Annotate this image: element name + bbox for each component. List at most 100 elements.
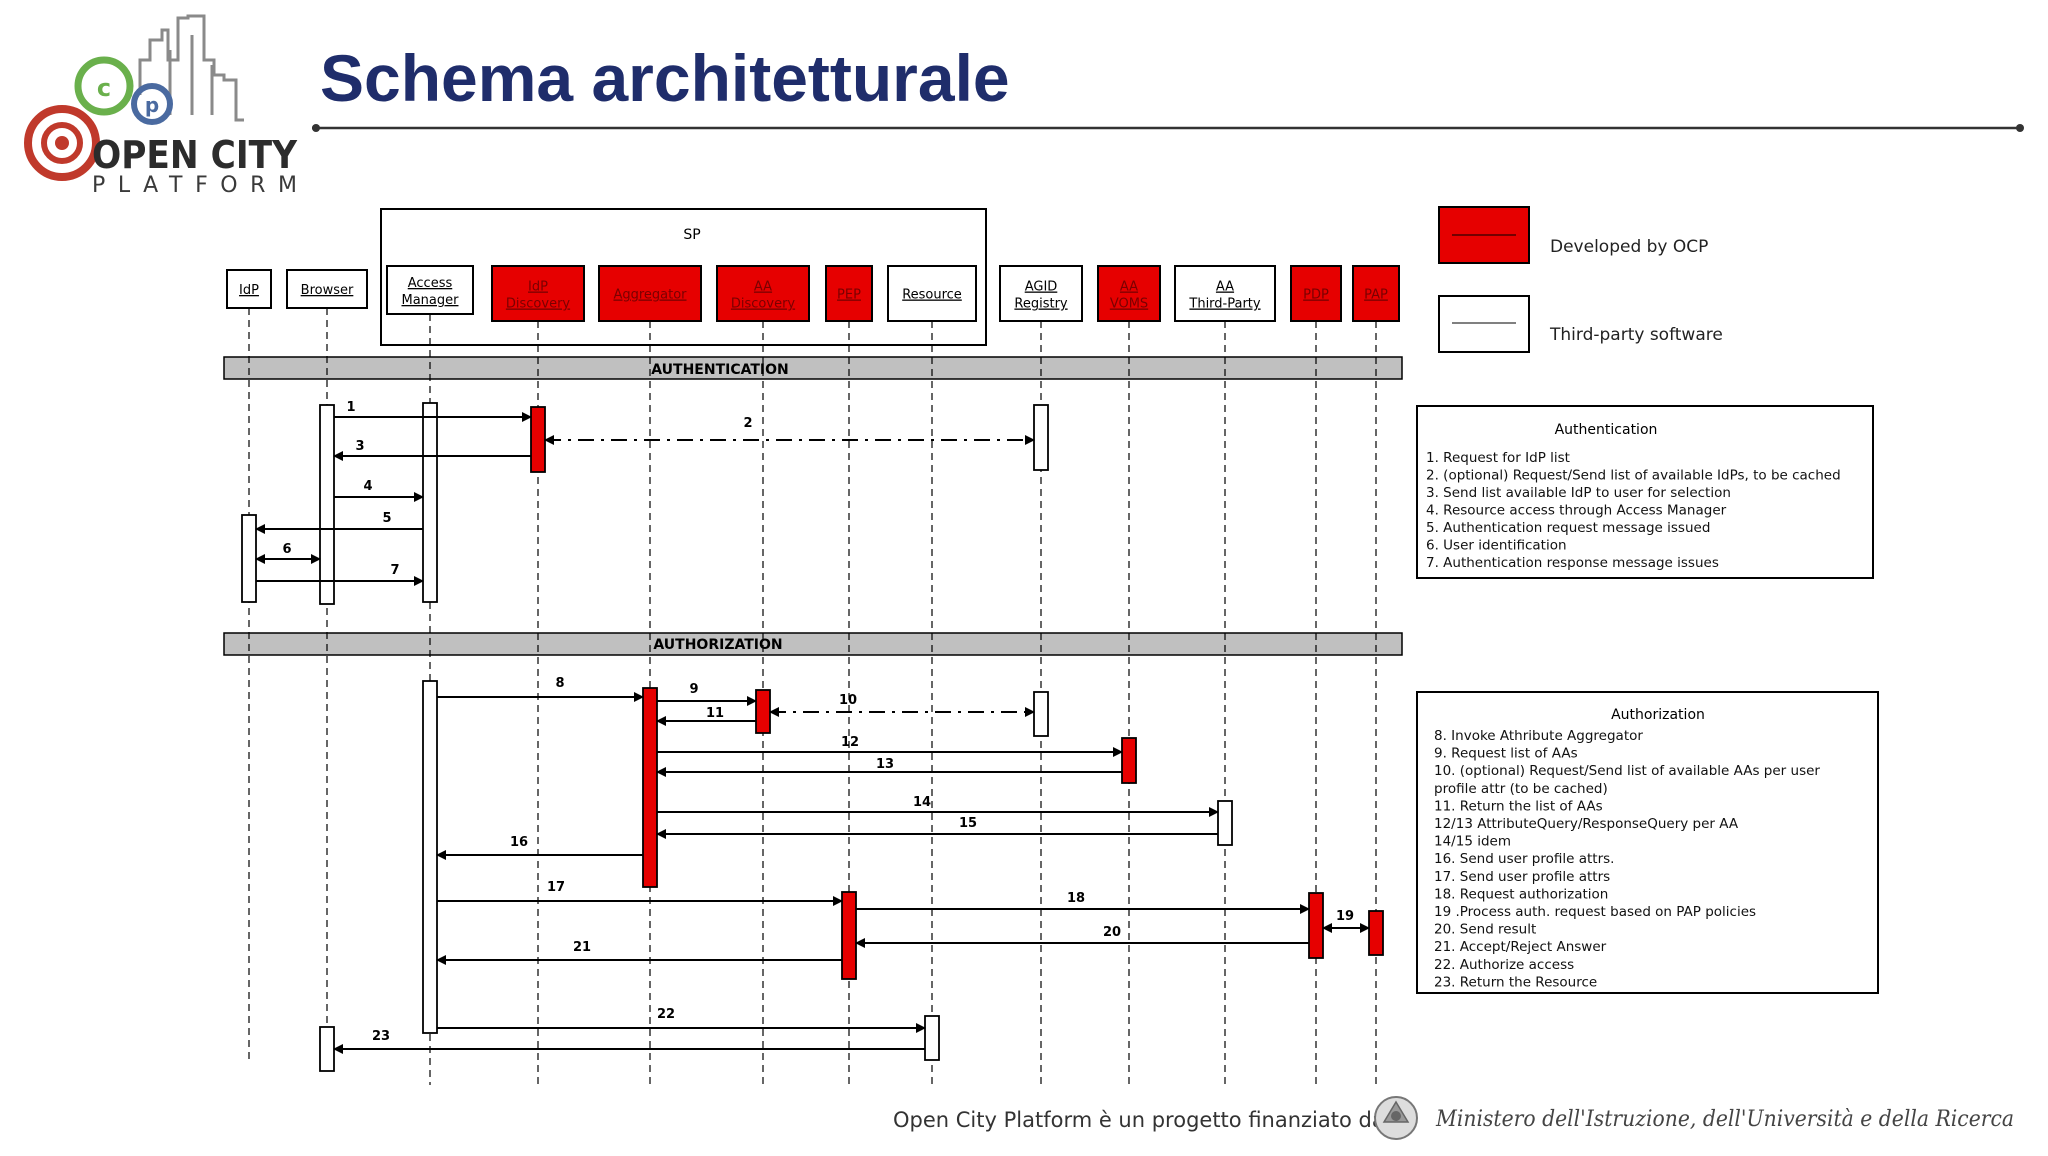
authentication-band-label: AUTHENTICATION [651, 362, 788, 378]
message-number: 11 [706, 706, 724, 721]
svg-text:p: p [145, 93, 159, 117]
message-1: 1 [334, 400, 532, 422]
participant-aa-third-party: AA Third-Party [1174, 265, 1276, 322]
participant-label: Manager [402, 293, 460, 308]
message-5: 5 [255, 511, 423, 534]
message-number: 13 [876, 757, 894, 772]
step-line: 21. Accept/Reject Answer [1434, 939, 1607, 955]
participant-label: AA [754, 280, 772, 295]
message-9: 9 [657, 682, 757, 706]
step-line: 18. Request authorization [1434, 886, 1608, 902]
message-18: 18 [856, 891, 1310, 914]
participant-label: AA [1216, 280, 1234, 295]
ministry-signature: Ministero dell'Istruzione, dell'Universi… [1435, 1107, 2014, 1132]
participant-pap: PAP [1352, 265, 1400, 322]
step-line: 12/13 AttributeQuery/ResponseQuery per A… [1434, 816, 1739, 832]
message-number: 9 [689, 682, 698, 697]
participant-label: PAP [1364, 288, 1388, 303]
logo-brand-text: OPEN CITY [92, 133, 297, 177]
message-13: 13 [656, 757, 1122, 777]
message-number: 1 [346, 400, 355, 415]
message-17: 17 [437, 880, 843, 906]
step-line: 17. Send user profile attrs [1434, 869, 1610, 885]
participant-label: Discovery [506, 297, 571, 312]
activation-aa-discovery [755, 689, 771, 734]
message-21: 21 [436, 940, 842, 965]
funding-text: Open City Platform è un progetto finanzi… [893, 1108, 1385, 1132]
participant-label: Aggregator [613, 288, 687, 303]
step-line: 1. Request for IdP list [1426, 450, 1570, 466]
participant-box [226, 269, 272, 309]
activation-agid-registry [1033, 404, 1049, 471]
participant-label: Browser [301, 283, 354, 298]
step-line: 5. Authentication request message issued [1426, 520, 1710, 536]
step-line: 19 .Process auth. request based on PAP p… [1434, 904, 1756, 920]
message-23: 23 [333, 1029, 925, 1054]
participant-box [386, 265, 474, 315]
sp-group-label: SP [683, 227, 700, 243]
participant-box [999, 265, 1083, 322]
participant-box [1352, 265, 1400, 322]
svg-text:c: c [97, 74, 111, 102]
step-line: 3. Send list available IdP to user for s… [1426, 485, 1731, 501]
message-number: 16 [510, 835, 528, 850]
legend-third-party-label: Third-party software [1549, 325, 1723, 345]
activation-pdp [1308, 892, 1324, 959]
italian-republic-emblem-icon [1374, 1096, 1418, 1140]
activation-aggregator [642, 687, 658, 888]
message-number: 18 [1067, 891, 1085, 906]
activation-browser [319, 1026, 335, 1072]
step-line: 16. Send user profile attrs. [1434, 851, 1614, 867]
sp-group-box [380, 208, 987, 346]
message-number: 22 [657, 1007, 675, 1022]
activation-resource [924, 1015, 940, 1061]
message-2: 2 [544, 416, 1035, 445]
participant-label: Third-Party [1188, 297, 1261, 312]
message-number: 17 [547, 880, 565, 895]
message-number: 15 [959, 816, 977, 831]
open-city-logo-icon: c p [24, 14, 244, 181]
activation-pap [1368, 910, 1384, 956]
authorization-band [223, 632, 1403, 656]
step-line: 23. Return the Resource [1434, 974, 1597, 990]
participant-box [716, 265, 810, 322]
message-number: 21 [573, 940, 591, 955]
title-rule-start [312, 124, 320, 132]
message-number: 2 [743, 416, 752, 431]
message-number: 4 [363, 479, 372, 494]
participant-label: IdP [239, 283, 259, 298]
step-line: 7. Authentication response message issue… [1426, 555, 1719, 571]
message-20: 20 [855, 925, 1309, 948]
activation-bars [241, 402, 1384, 1072]
participant-label: PEP [837, 288, 861, 303]
activation-pep [841, 891, 857, 980]
activation-aa-voms [1121, 737, 1137, 784]
activation-idp [241, 514, 257, 603]
activation-aa-third-party [1217, 800, 1233, 846]
participant-box [1097, 265, 1161, 322]
message-number: 20 [1103, 925, 1121, 940]
step-line: 10. (optional) Request/Send list of avai… [1434, 763, 1820, 779]
message-number: 6 [282, 542, 291, 557]
message-number: 19 [1336, 909, 1354, 924]
activation-idp-discovery [530, 406, 546, 473]
message-12: 12 [657, 735, 1123, 757]
activation-access-manager [422, 680, 438, 1034]
message-10: 10 [769, 693, 1035, 717]
message-8: 8 [437, 676, 644, 702]
step-line: 8. Invoke Athribute Aggregator [1434, 728, 1643, 744]
message-number: 5 [382, 511, 391, 526]
message-15: 15 [656, 816, 1218, 839]
participant-box [598, 265, 702, 322]
participant-box [887, 265, 977, 322]
participant-box [286, 269, 368, 309]
